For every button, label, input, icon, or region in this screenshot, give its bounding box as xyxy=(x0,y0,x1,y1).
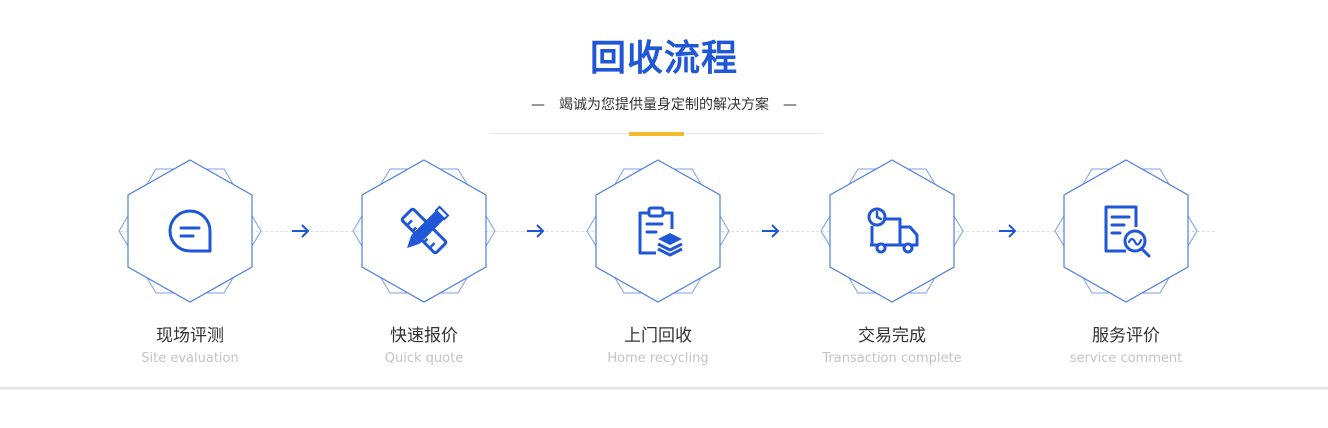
hexagon-frame xyxy=(812,158,972,304)
hexagon-frame xyxy=(578,158,738,304)
step-title: 快速报价 xyxy=(390,326,458,346)
arrow-right-icon xyxy=(762,224,780,238)
subtitle-text: 竭诚为您提供量身定制的解决方案 xyxy=(559,97,769,113)
step-title: 现场评测 xyxy=(156,326,224,346)
step-subtitle: Home recycling xyxy=(607,351,709,366)
step-subtitle: Transaction complete xyxy=(822,351,962,366)
hexagon-frame xyxy=(110,158,270,304)
step-home-recycling[interactable]: 上门回收 Home recycling xyxy=(578,158,738,366)
step-subtitle: Quick quote xyxy=(384,351,464,366)
step-title: 服务评价 xyxy=(1092,326,1160,346)
delivery-truck-icon xyxy=(867,207,919,254)
arrow-right-icon xyxy=(999,224,1017,238)
hexagon-frame xyxy=(344,158,504,304)
step-title: 交易完成 xyxy=(858,326,926,346)
page-title: 回收流程 xyxy=(589,38,738,79)
step-title: 上门回收 xyxy=(624,326,692,346)
subtitle-dash-left: — xyxy=(531,97,545,113)
title-accent-bar xyxy=(629,132,684,136)
step-subtitle: Site evaluation xyxy=(141,351,239,366)
arrow-right-icon xyxy=(292,224,310,238)
step-quick-quote[interactable]: 快速报价 Quick quote xyxy=(344,158,504,366)
page-subtitle: — 竭诚为您提供量身定制的解决方案 — xyxy=(0,95,1328,115)
step-transaction-complete[interactable]: 交易完成 Transaction complete xyxy=(812,158,972,366)
step-site-evaluation[interactable]: 现场评测 Site evaluation xyxy=(110,158,270,366)
hexagon-frame xyxy=(1046,158,1206,304)
arrow-right-icon xyxy=(527,224,545,238)
subtitle-dash-right: — xyxy=(783,97,797,113)
pencil-ruler-icon xyxy=(400,205,450,255)
step-subtitle: service comment xyxy=(1069,351,1183,366)
chat-bubble-icon xyxy=(168,209,212,253)
step-service-comment[interactable]: 服务评价 service comment xyxy=(1046,158,1206,366)
document-search-icon xyxy=(1104,205,1151,258)
section-bottom-divider xyxy=(0,387,1328,390)
clipboard-stack-icon xyxy=(638,206,683,257)
